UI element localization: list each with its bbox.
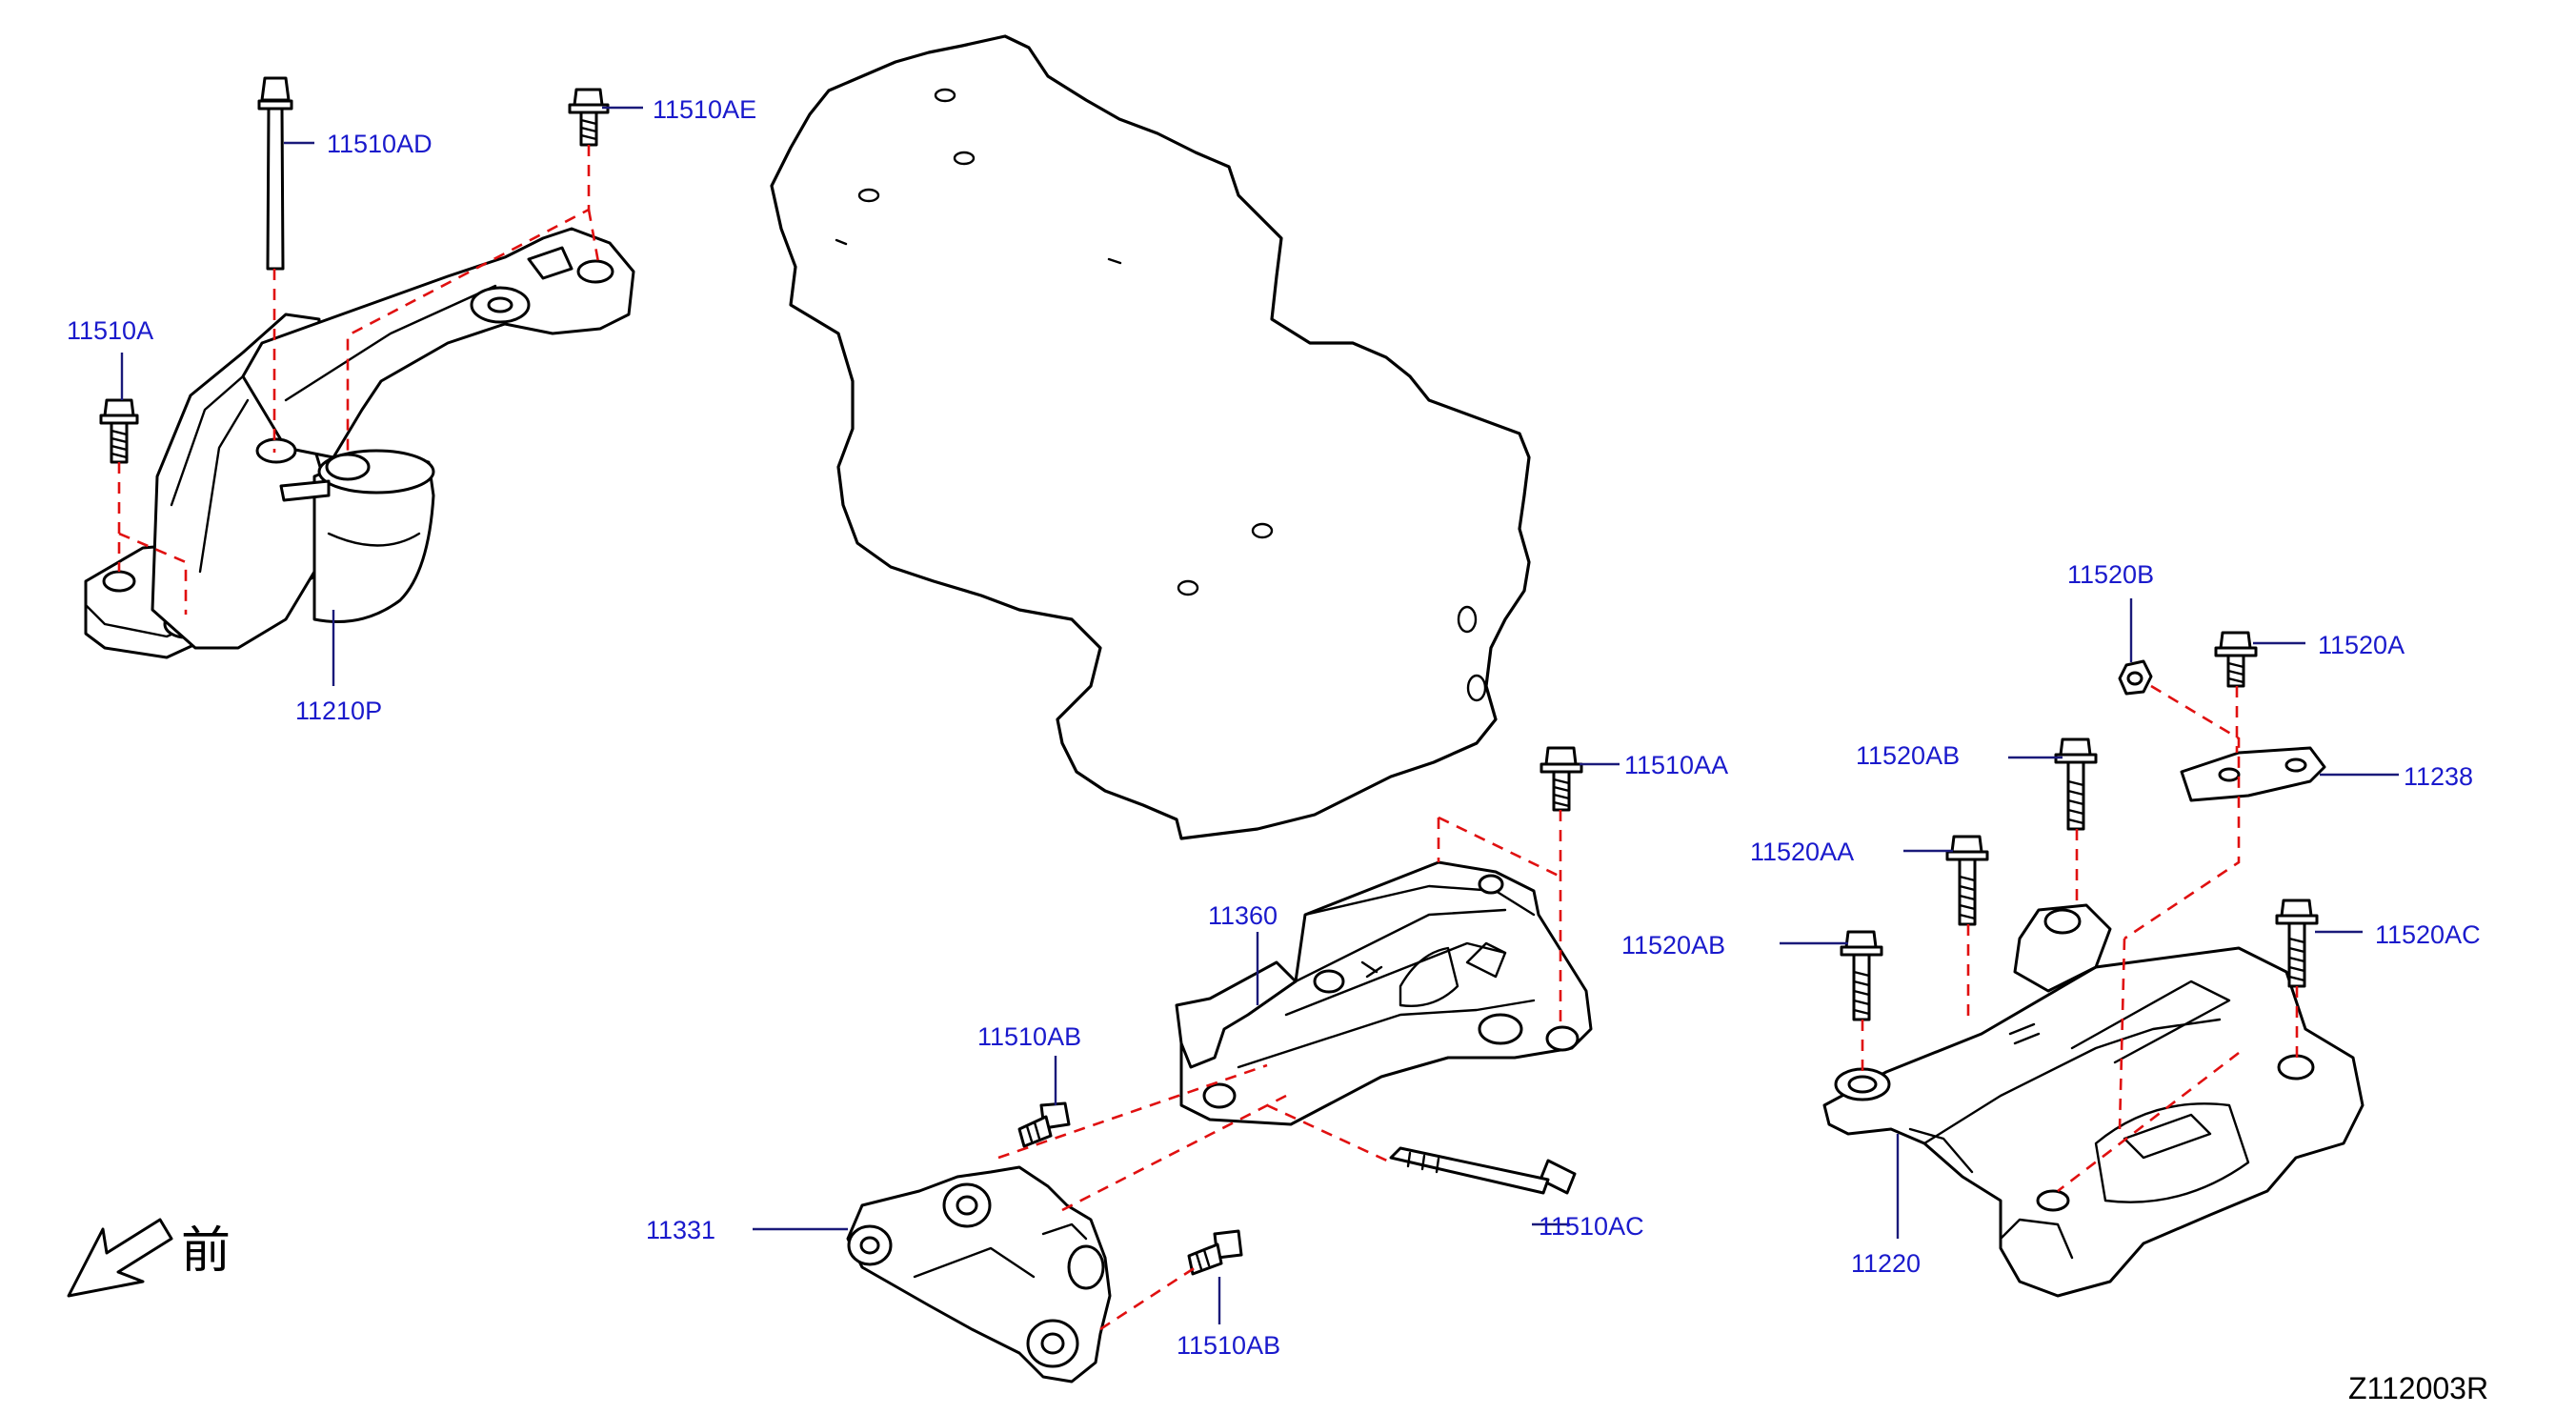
callout-11360: 11360 [1208, 901, 1278, 930]
callout-11520ab-top: 11520AB [1856, 741, 1960, 770]
bolt-icon [1187, 1229, 1243, 1276]
bolt-icon [1840, 930, 1883, 1021]
callout-11520a: 11520A [2318, 631, 2405, 659]
callout-11520ac: 11520AC [2375, 920, 2481, 949]
callout-11510a: 11510A [67, 316, 153, 345]
front-label: 前 [181, 1222, 231, 1280]
nut-icon [2118, 659, 2153, 696]
bolt-icon [257, 76, 293, 271]
callout-11210p: 11210P [295, 697, 382, 725]
assembly-guide-lines [997, 810, 1562, 1331]
callout-11510ab-top: 11510AB [977, 1022, 1081, 1051]
assembly-guide-lines [117, 145, 600, 615]
bolt-icon [99, 398, 139, 464]
bolt-icon [2275, 899, 2319, 988]
callout-11510ac: 11510AC [1539, 1212, 1644, 1241]
diagram-reference-code: Z112003R [2348, 1371, 2488, 1405]
callout-11331: 11331 [646, 1216, 715, 1244]
callout-11520b: 11520B [2067, 560, 2154, 589]
callout-11510ae: 11510AE [653, 95, 756, 124]
engine-mount-11220 [1822, 903, 2365, 1298]
bolt-icon [2054, 737, 2098, 831]
callout-11238: 11238 [2404, 762, 2473, 791]
callout-11520aa: 11520AA [1750, 838, 1854, 866]
bracket-icon [2180, 746, 2326, 802]
engine-block-outline [770, 34, 1531, 840]
bolt-icon [1540, 746, 1583, 812]
callout-11520ab-left: 11520AB [1621, 931, 1725, 960]
callout-leader-lines [120, 106, 2399, 1324]
engine-holes [835, 88, 1487, 702]
callout-11510ad: 11510AD [327, 130, 433, 158]
callout-11220: 11220 [1851, 1249, 1921, 1278]
engine-mount-bracket-11360 [1175, 860, 1593, 1126]
callout-11510ab-bottom: 11510AB [1177, 1331, 1280, 1360]
bolt-icon [568, 88, 610, 147]
bolt-icon [1389, 1146, 1577, 1195]
bolt-icon [1017, 1101, 1071, 1148]
engine-mount-11210p [84, 227, 635, 659]
torque-rod-11331 [846, 1165, 1112, 1384]
bolt-icon [2214, 631, 2258, 688]
front-arrow-icon [67, 1218, 173, 1298]
assembly-guide-lines [1861, 684, 2299, 1193]
callout-11510aa: 11510AA [1624, 751, 1728, 779]
bolt-icon [1945, 835, 1989, 926]
